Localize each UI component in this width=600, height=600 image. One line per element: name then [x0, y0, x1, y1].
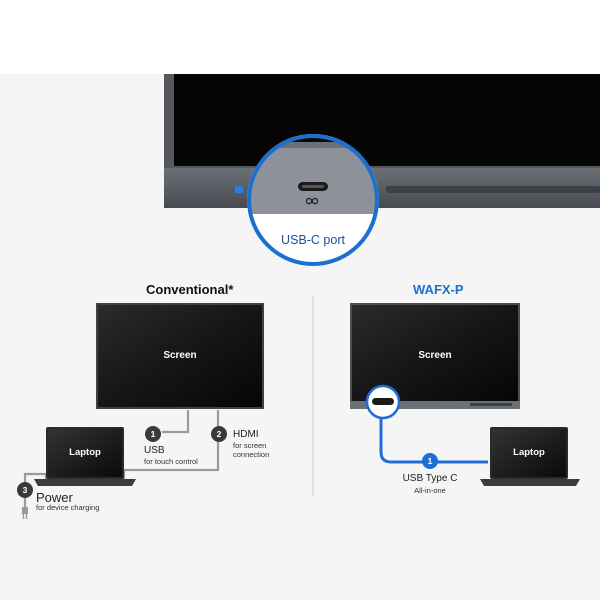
- conventional-laptop-label: Laptop: [69, 447, 101, 458]
- badge-usbc: [422, 453, 438, 469]
- badge-usbc-number: 1: [427, 456, 433, 466]
- hdmi-connection-title: HDMI: [233, 429, 259, 440]
- wafx-laptop-label: Laptop: [513, 447, 545, 458]
- conventional-heading: Conventional*: [146, 282, 234, 297]
- badge-1-number: 1: [150, 429, 156, 439]
- usb-connection-subtitle: for touch control: [144, 457, 198, 466]
- usbc-port-label: USB-C port: [281, 233, 345, 247]
- usb-cable: [162, 410, 190, 434]
- link-icon: [305, 197, 313, 205]
- wafx-heading: WAFX-P: [413, 282, 464, 297]
- conventional-screen-label: Screen: [163, 350, 197, 361]
- badge-1: [145, 426, 161, 442]
- badge-3: [17, 482, 33, 498]
- power-connection-subtitle: for device charging: [36, 503, 100, 512]
- badge-2: [211, 426, 227, 442]
- hdmi-connection-subtitle: for screen connection: [233, 441, 270, 459]
- conventional-diagram: [17, 303, 264, 519]
- badge-2-number: 2: [216, 429, 222, 439]
- power-connection-title: Power: [36, 490, 73, 505]
- badge-3-number: 3: [22, 485, 28, 495]
- wafx-screen-label: Screen: [418, 350, 452, 361]
- wafx-laptop: [480, 427, 580, 486]
- speaker-grille: [386, 186, 600, 193]
- wafx-diagram: [350, 303, 580, 486]
- usbc-connection-subtitle: All-in-one: [414, 486, 446, 495]
- usbc-callout: [247, 134, 379, 266]
- display-closeup: [164, 74, 600, 208]
- usbc-cable: [379, 415, 488, 464]
- usb-connection-title: USB: [144, 445, 165, 456]
- usbc-connection-title: USB Type C: [402, 473, 458, 484]
- usb-port-icon: [235, 186, 243, 193]
- conventional-laptop: [34, 427, 136, 486]
